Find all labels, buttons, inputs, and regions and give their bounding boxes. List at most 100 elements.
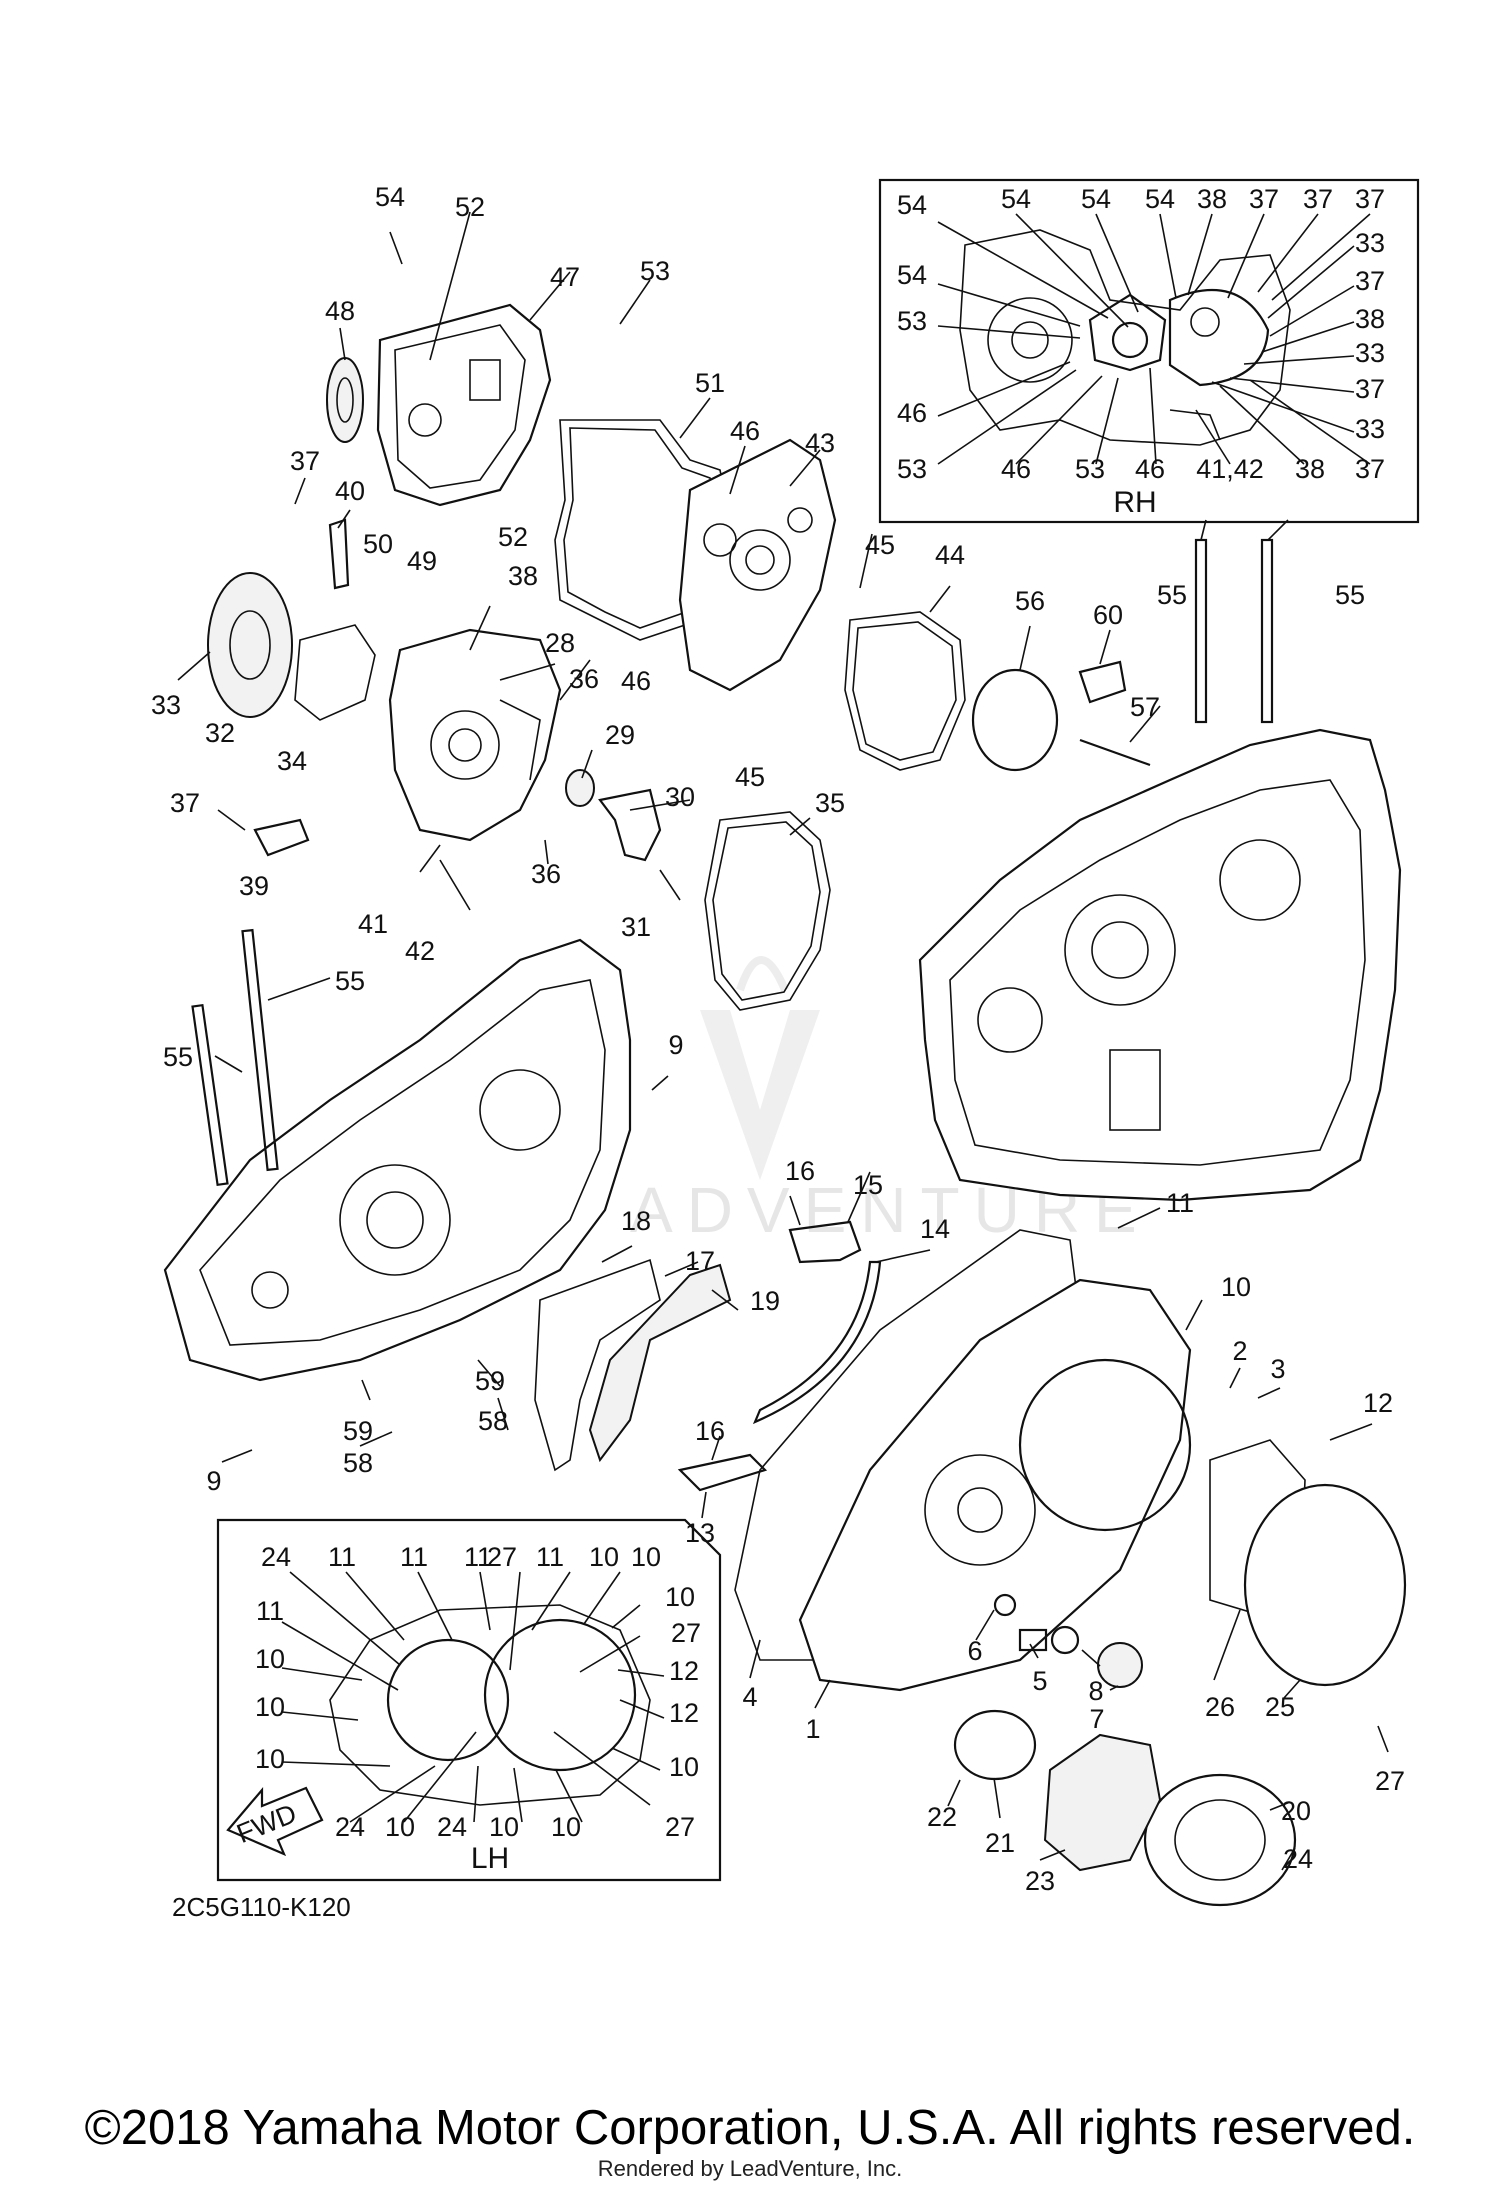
part-callout-38: 38: [508, 561, 538, 591]
part-callout-26: 26: [1205, 1692, 1235, 1722]
fwd-arrow-icon: FWD: [226, 1786, 324, 1857]
part-callout-19: 19: [750, 1286, 780, 1316]
lh-callout-11: 11: [400, 1542, 428, 1572]
part-callout-37: 37: [290, 446, 320, 476]
part-callout-7: 7: [1089, 1704, 1104, 1734]
part-callout-2: 2: [1232, 1336, 1247, 1366]
part-callout-1: 1: [805, 1714, 820, 1744]
part-callout-36: 36: [531, 859, 561, 889]
part-callout-20: 20: [1281, 1796, 1311, 1826]
lh-callout-10: 10: [589, 1542, 619, 1572]
rh-callout-53: 53: [897, 306, 927, 336]
generator-cover-group: [207, 303, 1127, 1011]
part-callout-30: 30: [665, 782, 695, 812]
lh-callout-10: 10: [631, 1542, 661, 1572]
part-callout-24: 24: [1283, 1844, 1313, 1874]
part-callout-39: 39: [239, 871, 269, 901]
part-callout-46: 46: [730, 416, 760, 446]
part-callout-52: 52: [498, 522, 528, 552]
part-callout-55: 55: [163, 1042, 193, 1072]
diagram-code: 2C5G110-K120: [172, 1892, 351, 1922]
part-callout-60: 60: [1093, 600, 1123, 630]
lh-callout-11: 11: [464, 1542, 492, 1572]
part-callout-17: 17: [685, 1246, 715, 1276]
lh-callout-10: 10: [489, 1812, 519, 1842]
part-callout-46: 46: [621, 666, 651, 696]
part-callout-15: 15: [853, 1170, 883, 1200]
part-callout-16: 16: [695, 1416, 725, 1446]
lh-callout-12: 12: [669, 1656, 699, 1686]
part-callout-57: 57: [1130, 692, 1160, 722]
lh-callout-27: 27: [487, 1542, 517, 1572]
part-callout-50: 50: [363, 529, 393, 559]
lh-callout-10: 10: [551, 1812, 581, 1842]
part-callout-28: 28: [545, 628, 575, 658]
part-callout-23: 23: [1025, 1866, 1055, 1896]
rh-callout-37: 37: [1355, 374, 1385, 404]
rh-callout-37: 37: [1249, 184, 1279, 214]
lh-callout-10: 10: [255, 1744, 285, 1774]
part-callout-31: 31: [621, 912, 651, 942]
part-callout-42: 42: [405, 936, 435, 966]
part-callout-8: 8: [1088, 1676, 1103, 1706]
rh-callout-37: 37: [1355, 454, 1385, 484]
clutch-cover: [734, 1229, 1407, 1907]
part-callout-51: 51: [695, 368, 725, 398]
rh-callout-38: 38: [1197, 184, 1227, 214]
part-callout-18: 18: [621, 1206, 651, 1236]
rh-callout-54: 54: [1001, 184, 1031, 214]
part-callout-25: 25: [1265, 1692, 1295, 1722]
lh-callout-11: 11: [536, 1542, 564, 1572]
part-callout-45: 45: [865, 530, 895, 560]
part-callout-40: 40: [335, 476, 365, 506]
part-callout-48: 48: [325, 296, 355, 326]
lh-callout-10: 10: [669, 1752, 699, 1782]
lh-callout-10: 10: [665, 1582, 695, 1612]
part-callout-9: 9: [668, 1030, 683, 1060]
part-callout-6: 6: [967, 1636, 982, 1666]
rh-callout-37: 37: [1355, 184, 1385, 214]
part-callout-58: 58: [478, 1406, 508, 1436]
part-callout-29: 29: [605, 720, 635, 750]
lh-callout-11: 11: [328, 1542, 356, 1572]
rh-callout-54: 54: [1081, 184, 1111, 214]
part-callout-11: 11: [1166, 1188, 1194, 1218]
part-callout-54: 54: [375, 182, 405, 212]
lh-callout-10: 10: [255, 1644, 285, 1674]
part-callout-44: 44: [935, 540, 965, 570]
part-callout-21: 21: [985, 1828, 1015, 1858]
part-callout-56: 56: [1015, 586, 1045, 616]
rh-callout-54: 54: [897, 190, 927, 220]
part-callout-59: 59: [343, 1416, 373, 1446]
part-callout-41: 41: [358, 909, 388, 939]
part-callout-55: 55: [335, 966, 365, 996]
part-callout-22: 22: [927, 1802, 957, 1832]
part-callout-49: 49: [407, 546, 437, 576]
part-callout-58: 58: [343, 1448, 373, 1478]
left-crankcase: [163, 928, 632, 1382]
part-callout-12: 12: [1363, 1388, 1393, 1418]
lh-callout-24: 24: [335, 1812, 365, 1842]
rh-callout-54: 54: [1145, 184, 1175, 214]
part-callout-10: 10: [1221, 1272, 1251, 1302]
right-crankcase: [918, 538, 1402, 1202]
part-callout-32: 32: [205, 718, 235, 748]
part-callout-13: 13: [685, 1518, 715, 1548]
rh-inset-title: RH: [1113, 486, 1156, 519]
part-callout-16: 16: [785, 1156, 815, 1186]
lh-leader-lines: [281, 1571, 665, 1823]
rh-callout-54: 54: [897, 260, 927, 290]
lh-callout-27: 27: [671, 1618, 701, 1648]
lh-callout-11: 11: [256, 1596, 284, 1626]
part-callout-37: 37: [170, 788, 200, 818]
lh-callout-24: 24: [261, 1542, 291, 1572]
part-callout-45: 45: [735, 762, 765, 792]
part-callout-43: 43: [805, 428, 835, 458]
